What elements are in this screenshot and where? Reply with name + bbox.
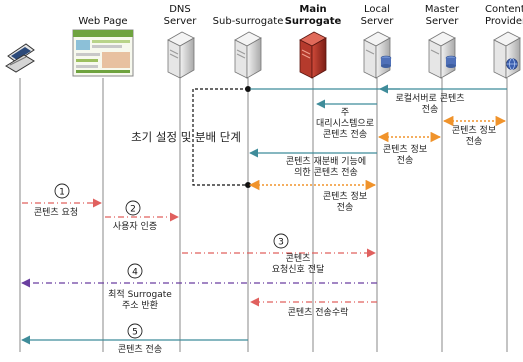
phase-node-top <box>245 86 251 92</box>
msg-local-master-info-label-1: 콘텐츠 정보 <box>383 144 427 155</box>
main-surrogate-server-icon <box>299 31 327 79</box>
msg-local-to-main-label-2: 대리시스템으로 <box>316 117 374 129</box>
master-server-icon <box>428 31 457 79</box>
msg-content-transfer-label: 콘텐츠 전송 <box>118 344 162 355</box>
step-3-badge <box>273 233 289 249</box>
msg-provider-to-local-label-2: 전송 <box>422 104 439 115</box>
web-page-label: Web Page <box>78 16 127 27</box>
msg-provider-to-local-label-1: 로컬서버로 콘텐츠 <box>395 93 464 104</box>
dns-server-label-2: Server <box>164 16 198 27</box>
msg-transfer-accept-label: 콘텐츠 전송수락 <box>288 306 349 318</box>
msg-request-forward-label-2: 요청신호 전달 <box>272 263 325 275</box>
msg-sub-local-info-label-2: 전송 <box>337 202 354 213</box>
computer-icon <box>5 43 35 73</box>
sub-surrogate-label: Sub-surrogate <box>213 16 284 27</box>
msg-master-provider-info-label-2: 전송 <box>466 136 483 147</box>
msg-main-to-sub-label-1: 콘텐츠 재분배 기능에 <box>286 156 366 167</box>
web-page-icon <box>72 29 134 77</box>
msg-best-surrogate-label-2: 주소 반환 <box>122 299 158 311</box>
msg-master-provider-info-label-1: 콘텐츠 정보 <box>452 125 496 136</box>
step-1-number: 1 <box>59 188 65 198</box>
msg-request-forward-label-1: 콘텐츠 <box>286 253 311 264</box>
msg-local-master-info-label-2: 전송 <box>397 155 414 166</box>
step-4-number: 4 <box>132 268 138 278</box>
content-provider-label-1: Content <box>485 4 523 15</box>
dns-server-icon <box>167 31 195 79</box>
local-server-label-1: Local <box>364 4 390 15</box>
main-surrogate-label-1: Main <box>299 4 326 15</box>
msg-best-surrogate-label-1: 최적 Surrogate <box>108 288 172 300</box>
msg-main-to-sub-label-2: 의한 콘텐츠 전송 <box>294 167 358 178</box>
msg-content-request-label: 콘텐츠 요청 <box>34 207 78 218</box>
msg-user-auth-label: 사용자 인증 <box>113 221 157 232</box>
master-server-label-2: Server <box>426 16 460 27</box>
step-1-badge <box>54 183 70 199</box>
content-provider-server-icon <box>493 31 521 79</box>
local-server-label-2: Server <box>361 16 395 27</box>
step-4-badge <box>127 263 143 279</box>
phase-bracket <box>192 88 248 186</box>
msg-local-to-main-label-1: 주 <box>341 107 349 118</box>
msg-sub-local-info-label-1: 콘텐츠 정보 <box>323 191 367 202</box>
master-server-label-1: Master <box>425 4 460 15</box>
step-2-number: 2 <box>130 205 136 215</box>
step-5-number: 5 <box>132 328 138 338</box>
step-2-badge <box>125 200 141 216</box>
step-3-number: 3 <box>278 238 284 248</box>
content-provider-label-2: Provider <box>485 16 523 27</box>
msg-local-to-main-label-3: 콘텐츠 전송 <box>323 129 367 140</box>
sub-surrogate-server-icon <box>234 31 262 79</box>
main-surrogate-label-2: Surrogate <box>285 16 342 27</box>
local-server-icon <box>363 31 392 79</box>
phase-label: 초기 설정 및 분배 단계 <box>131 130 241 144</box>
dns-server-label-1: DNS <box>169 4 191 15</box>
step-5-badge <box>127 323 143 339</box>
